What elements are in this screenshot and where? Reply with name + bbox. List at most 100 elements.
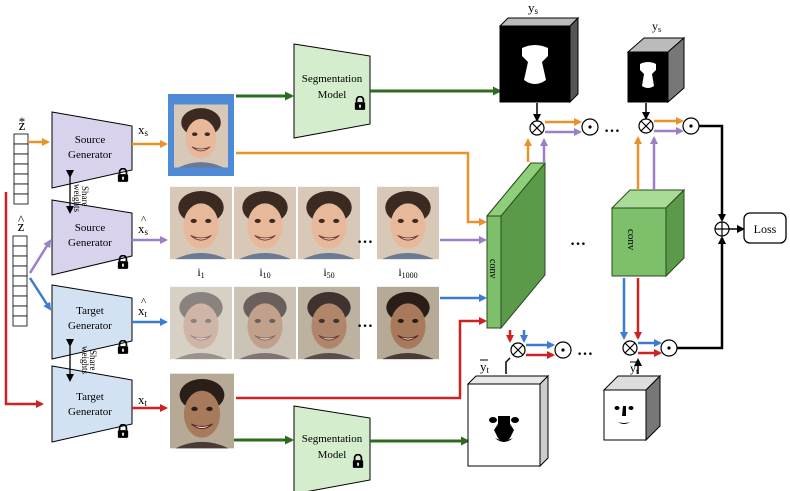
mask-yt-bottom: yt [466, 359, 550, 468]
multiply-op-right-bottom [622, 340, 638, 356]
z-hat-mark: ^ [18, 212, 24, 227]
latent-cell [12, 315, 28, 327]
share-weights-top: Share weights [66, 170, 90, 214]
z-star-mark: * [19, 114, 26, 129]
conv-block-right: conv [610, 188, 686, 278]
odot-op-right-bottom [660, 339, 678, 357]
x-t-label: xt [138, 392, 148, 408]
iteration-label: i1000 [398, 265, 417, 280]
yt-to-mul-arrow [505, 357, 511, 374]
share-weights-bottom-line1: Share [88, 350, 98, 371]
ys-top-label: ys [528, 0, 539, 16]
target-face-xt [170, 373, 234, 449]
source-generator-mid-line2: Generator [68, 237, 112, 249]
odot-op-right-top [682, 117, 700, 135]
latent-cell [12, 305, 28, 317]
target-generator-mid-line1: Target [76, 305, 104, 317]
bottom-branch-to-sum [677, 236, 726, 350]
latent-cell [12, 245, 28, 257]
latent-cell [13, 133, 29, 145]
segmentation-top-line2: Model [318, 89, 347, 101]
share-weights-top-line1: Share [80, 186, 90, 207]
iteration-labels: i1 i10 i50 i1000 [197, 265, 417, 280]
segmentation-bottom-line1: Segmentation [302, 433, 363, 445]
z-hat-to-target-arrow [28, 277, 52, 311]
z-star-vector [13, 133, 29, 205]
latent-cell [12, 295, 28, 307]
target-generator-bot-line1: Target [76, 391, 104, 403]
share-weights-top-line2: weights [72, 184, 82, 212]
x-s-label: xs [138, 122, 149, 138]
source-generator-top-line1: Source [75, 134, 106, 146]
lock-icon [117, 424, 129, 438]
target-generator-mid-line2: Generator [68, 320, 112, 332]
source-iter-image [170, 186, 232, 260]
z-star-to-target-arrow [4, 192, 44, 408]
conv-block-main: conv [485, 162, 547, 330]
source-iter-image [377, 186, 439, 260]
latent-cell [12, 235, 28, 247]
target-iter-image [298, 286, 360, 360]
source-generator-mid: Source Generator [51, 199, 133, 276]
z-star-label: z [19, 118, 26, 134]
source-generator-mid-line1: Source [75, 222, 106, 234]
multiply-op-bottom [510, 342, 526, 358]
source-face-xs [168, 94, 234, 176]
iteration-label: i50 [323, 265, 334, 280]
xs-to-conv-arrow [236, 151, 487, 226]
source-iter-image [298, 186, 360, 260]
multiply-op-top [529, 120, 545, 136]
ellipsis-top: … [604, 119, 620, 136]
x-s-hat-mark: ^ [141, 214, 147, 226]
target-generator-bot: Target Generator [51, 365, 133, 443]
z-hat-to-source-arrow [28, 239, 52, 274]
xt-to-conv-arrow [236, 317, 487, 400]
target-generator-mid: Target Generator [51, 284, 133, 360]
source-ellipsis: … [357, 230, 373, 247]
mask-ys-small: ys [626, 19, 686, 104]
sum-op [714, 221, 730, 237]
latent-z-hat: ^ z [12, 212, 28, 327]
odot-op-bottom [554, 341, 572, 359]
latent-cell [13, 153, 29, 165]
ellipsis-middle: … [570, 232, 586, 249]
yt-bar-label: yt [480, 359, 490, 375]
source-generator-top: Source Generator [51, 111, 133, 189]
target-iter-image [170, 286, 232, 360]
iteration-label: i1 [197, 265, 204, 280]
latent-cell [12, 275, 28, 287]
segmentation-bottom-line2: Model [318, 449, 347, 461]
source-sequence: … [170, 186, 439, 260]
target-ellipsis: … [357, 314, 373, 331]
latent-cell [12, 265, 28, 277]
odot-op-top [581, 118, 599, 136]
ellipsis-bottom: … [577, 342, 593, 359]
multiply-op-right-top [638, 118, 654, 134]
source-iter-image [234, 186, 296, 260]
z-hat-vector [12, 235, 28, 327]
latent-cell [13, 173, 29, 185]
z-hat-label: z [18, 219, 25, 235]
share-weights-bottom-line2: weights [80, 346, 90, 374]
iteration-label: i10 [259, 265, 270, 280]
latent-cell [12, 285, 28, 297]
source-generator-top-line2: Generator [68, 149, 112, 161]
target-sequence: … [170, 286, 439, 360]
share-weights-bottom: Share weights [66, 339, 98, 382]
x-t-hat-label: xt [138, 303, 148, 319]
mask-yt-small: yt [602, 361, 662, 442]
latent-cell [13, 143, 29, 155]
latent-cell [12, 255, 28, 267]
target-iter-image [234, 286, 296, 360]
latent-cell [13, 183, 29, 195]
latent-cell [13, 193, 29, 205]
ys-small-label: ys [652, 19, 661, 34]
x-t-hat-mark: ^ [141, 296, 147, 308]
mask-ys-top: ys [498, 0, 580, 104]
top-branch-to-sum [699, 124, 726, 222]
conv-right-label: conv [625, 229, 637, 251]
x-s-hat-label: xs [138, 221, 149, 237]
loss-box: Loss [743, 212, 787, 244]
